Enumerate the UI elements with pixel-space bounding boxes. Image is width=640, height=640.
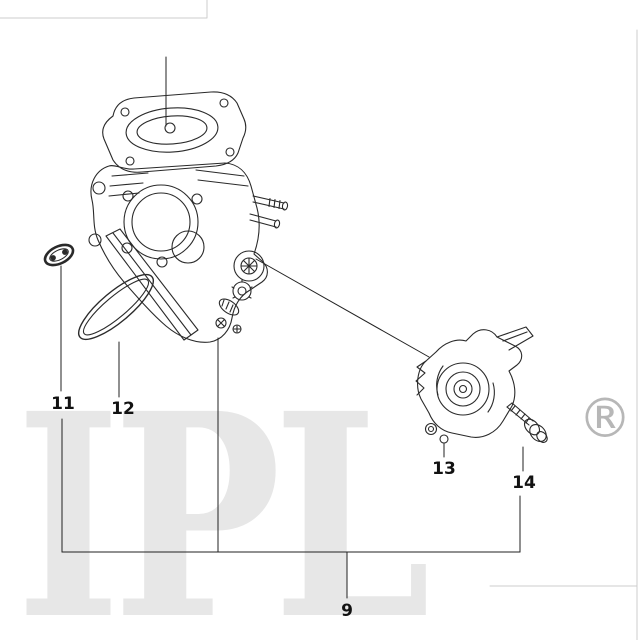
callout-12: 12 [111,399,135,419]
registered-trademark-icon: ® [578,387,632,450]
ipl-watermark-text: IPL [16,353,431,640]
callout-13: 13 [432,459,456,479]
callout-11: 11 [51,394,75,414]
chain-brake-cover-drawing [415,326,534,444]
callout-9: 9 [341,601,353,621]
gasket-drawing [78,273,154,341]
leader-lines [60,56,524,599]
crankcase-assembly-drawing [88,91,289,343]
oval-plug-drawing [43,243,75,267]
screw-drawing [506,402,548,443]
callout-14: 14 [512,473,536,493]
